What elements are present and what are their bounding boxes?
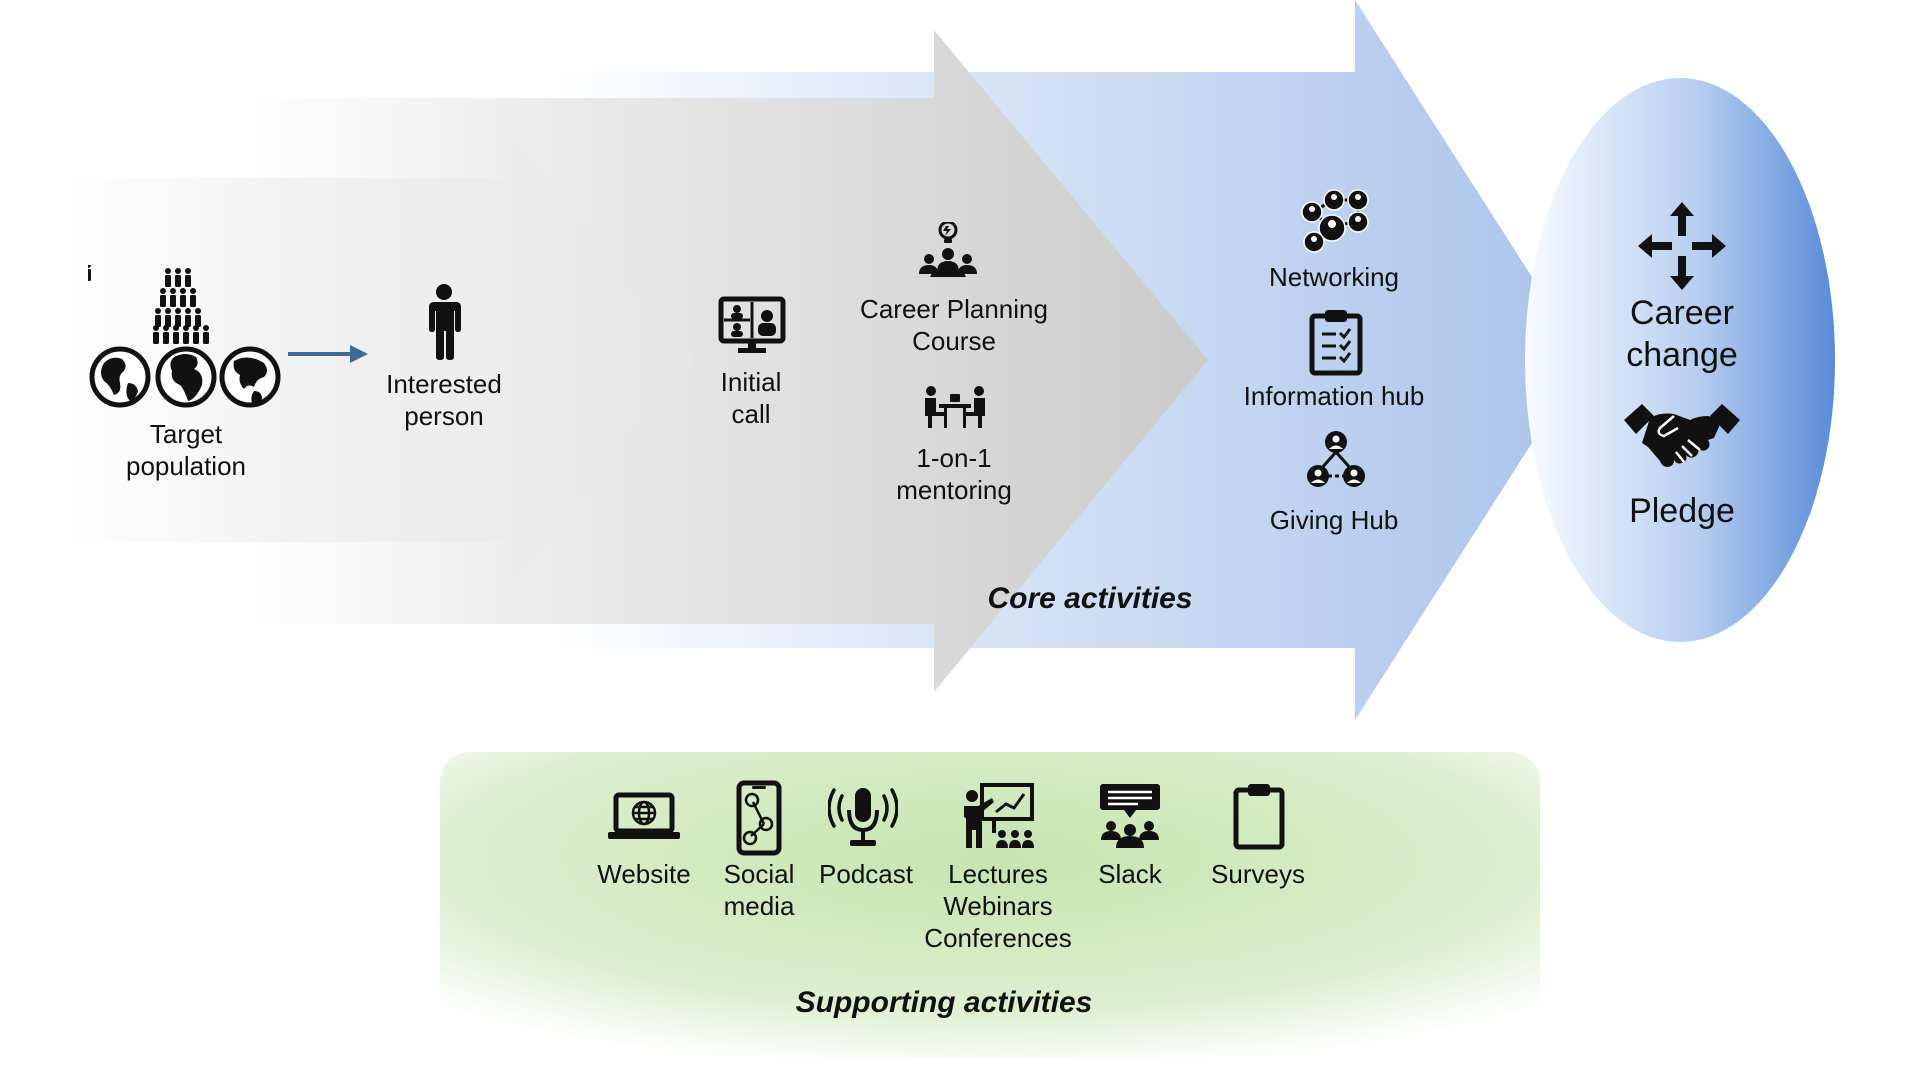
career-change-label: Career change — [1626, 294, 1738, 374]
mentoring-icon — [922, 384, 988, 430]
giving-hub-label: Giving Hub — [1269, 505, 1399, 535]
outcome-ellipse — [1525, 78, 1835, 642]
support-social-media-label: Social media — [723, 859, 795, 921]
support-website-label: Website — [597, 859, 691, 889]
directions-arrows-icon — [1638, 202, 1726, 290]
people-globe-icon — [88, 265, 284, 415]
outreach-arrow — [70, 130, 694, 590]
support-slack-label: Slack — [1098, 859, 1162, 889]
giving-network-icon — [1306, 430, 1366, 488]
initial-call-label: Initial call — [720, 367, 782, 429]
phone-share-icon — [736, 780, 782, 856]
group-idea-icon — [916, 222, 980, 282]
support-podcast-label: Podcast — [819, 859, 913, 889]
mentoring-label: 1-on-1 mentoring — [896, 443, 1012, 505]
person-icon — [424, 284, 464, 360]
support-surveys-label: Surveys — [1211, 859, 1305, 889]
video-call-icon — [718, 296, 786, 356]
laptop-globe-icon — [606, 792, 682, 842]
core-activities-title: Core activities — [987, 582, 1193, 615]
pledge-label: Pledge — [1629, 492, 1735, 530]
handshake-icon — [1624, 402, 1740, 474]
information-hub-label: Information hub — [1243, 381, 1425, 411]
clipboard-checklist-icon — [1308, 308, 1364, 376]
supporting-band — [440, 752, 1540, 1057]
interested-person-label: Interested person — [386, 369, 502, 431]
lecture-icon — [962, 782, 1036, 850]
chat-group-icon — [1098, 782, 1162, 850]
microphone-icon — [828, 786, 898, 850]
support-lectures-label: Lectures Webinars Conferences — [924, 859, 1072, 953]
network-icon — [1298, 188, 1372, 254]
target-population-label: Target population — [126, 419, 246, 481]
career-planning-label: Career Planning Course — [860, 294, 1048, 356]
clipboard-icon — [1232, 782, 1286, 850]
networking-label: Networking — [1268, 262, 1400, 292]
supporting-activities-title: Supporting activities — [795, 986, 1093, 1019]
